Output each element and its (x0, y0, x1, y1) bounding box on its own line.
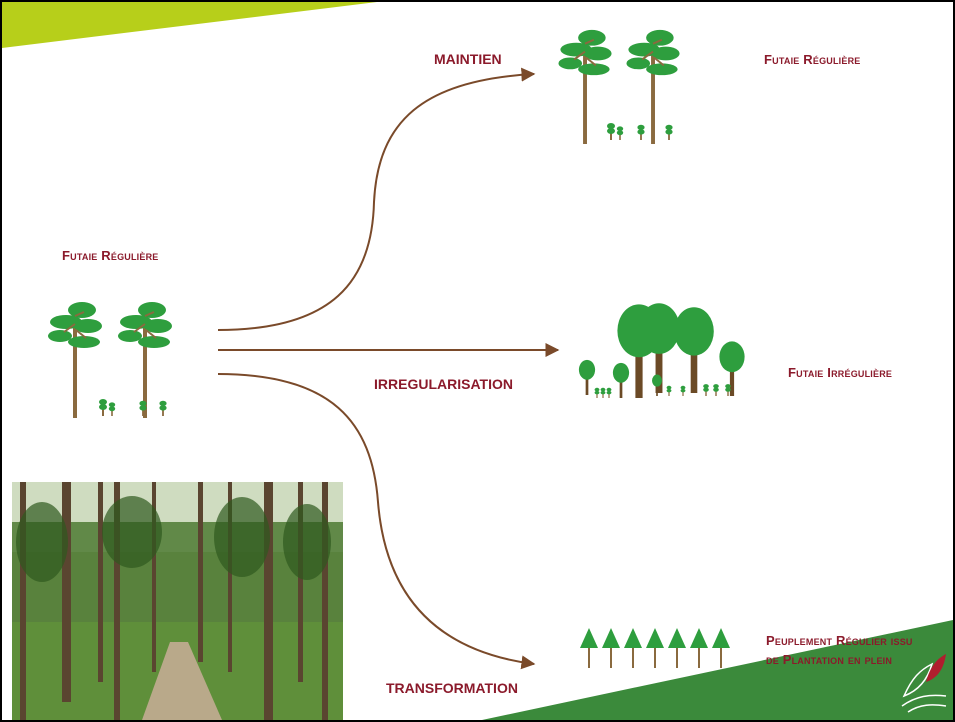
larch-forest-photo (12, 482, 343, 720)
regular-forest-icon (557, 28, 681, 144)
plantation-row-icon (580, 628, 730, 668)
source-forest-icon (47, 301, 173, 418)
arrow-transformation (217, 373, 536, 670)
top-left-accent (2, 2, 377, 48)
arrow-label-transformation: TRANSFORMATION (386, 680, 518, 696)
arrow-label-maintien: MAINTIEN (434, 51, 502, 67)
irregular-forest-icon (578, 303, 745, 398)
leaf-logo-icon (901, 654, 947, 713)
result-label-plantation-line2: de Plantation en plein (766, 652, 893, 667)
result-label-irregular: Futaie Irrégulière (788, 365, 893, 380)
arrow-label-irregularisation: IRREGULARISATION (374, 376, 513, 392)
source-label: Futaie Régulière (62, 248, 159, 263)
result-label-regular: Futaie Régulière (764, 52, 861, 67)
result-label-plantation-line1: Peuplement Régulier issu (766, 633, 913, 648)
arrow-maintien (217, 67, 536, 331)
bottom-right-accent (482, 620, 953, 720)
